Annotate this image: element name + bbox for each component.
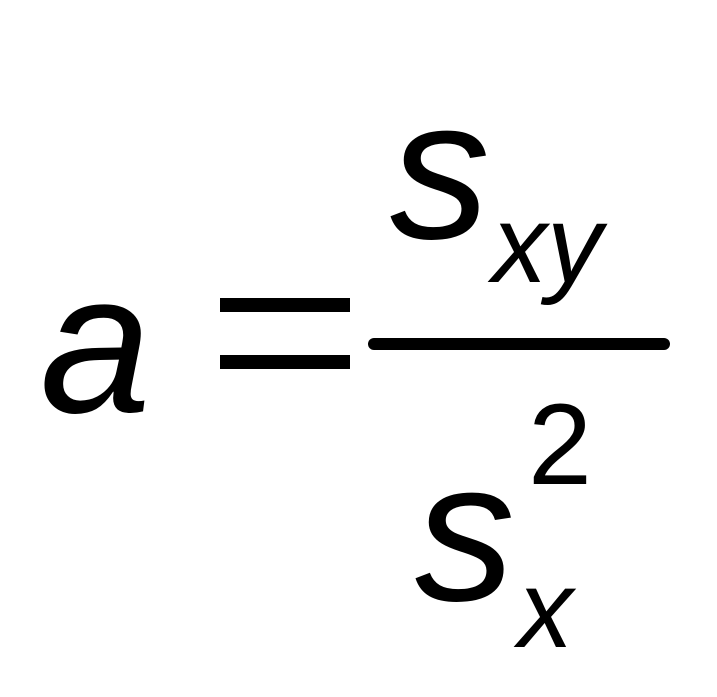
lhs-variable: a	[40, 232, 152, 455]
equals-sign-bottom-bar	[220, 355, 350, 369]
fraction-bar	[368, 338, 670, 350]
denominator-subscript: x	[518, 548, 573, 671]
equals-sign-top-bar	[220, 298, 350, 312]
denominator-variable: s	[415, 420, 515, 643]
numerator-variable: s	[390, 58, 490, 281]
numerator-subscript: xy	[492, 183, 602, 306]
denominator-superscript: 2	[528, 381, 592, 509]
